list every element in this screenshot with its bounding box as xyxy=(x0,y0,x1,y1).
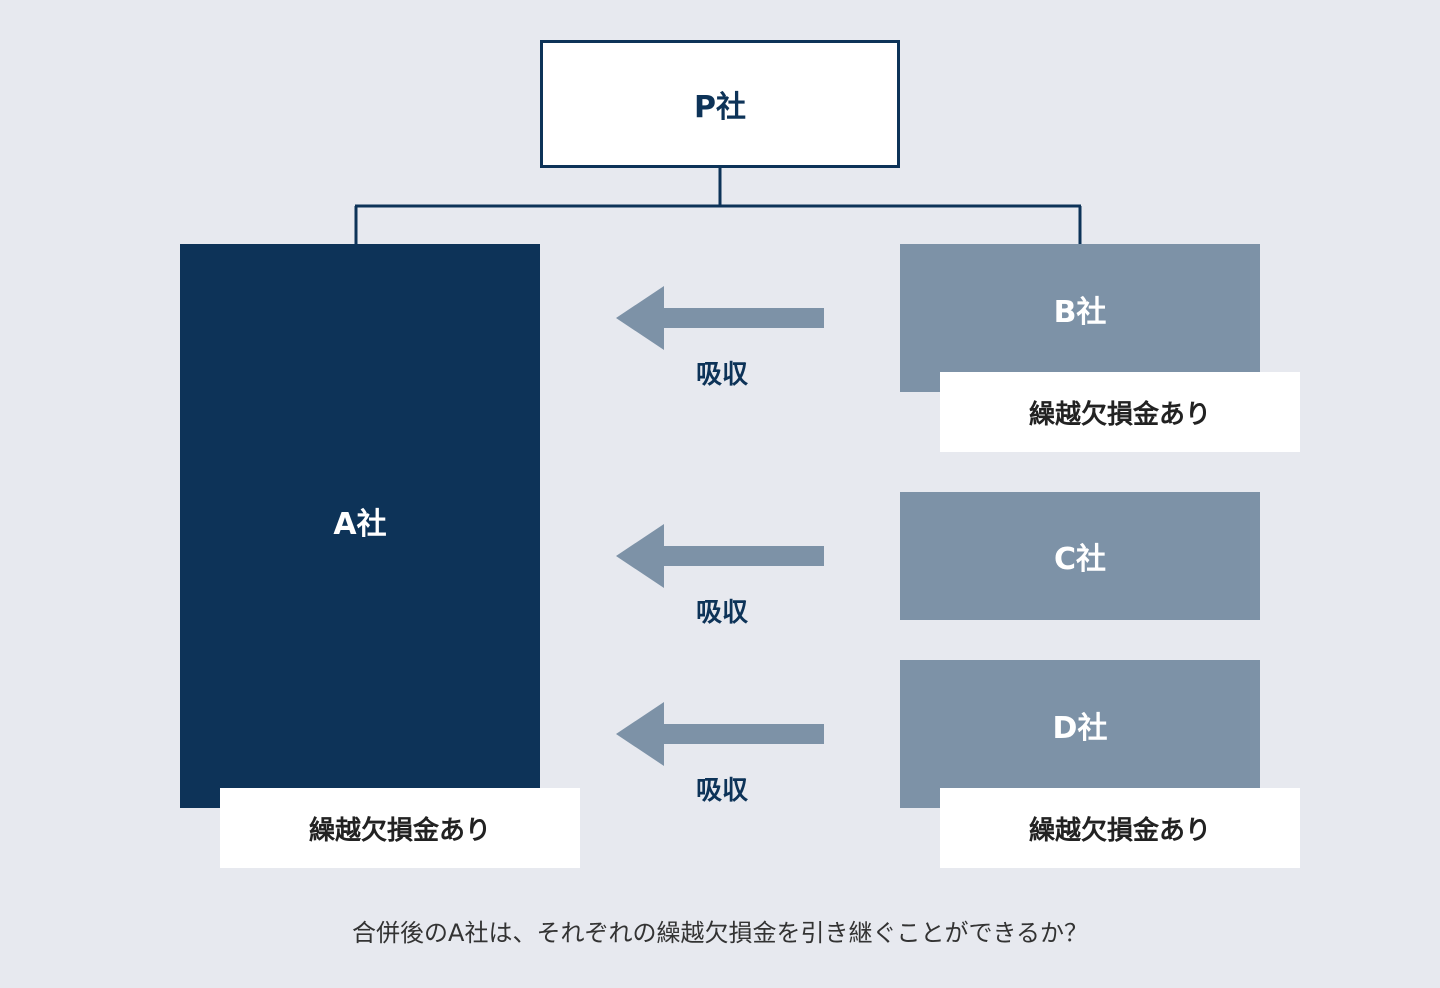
parent-company-label: P社 xyxy=(694,90,746,125)
org-connector-lines xyxy=(354,168,1082,244)
company-b-loss-tag: 繰越欠損金あり xyxy=(940,372,1300,452)
absorb-label-d: 吸収 xyxy=(695,775,748,806)
left-arrow-icon xyxy=(616,702,824,766)
company-a-loss-tag: 繰越欠損金あり xyxy=(220,788,580,868)
company-b-label: B社 xyxy=(1053,295,1107,330)
company-d-label: D社 xyxy=(1052,711,1108,746)
left-arrow-icon xyxy=(616,286,824,350)
absorb-label-b: 吸収 xyxy=(695,359,748,390)
company-d-loss-label: 繰越欠損金あり xyxy=(1028,815,1211,846)
left-arrow-icon xyxy=(616,524,824,588)
company-c-label: C社 xyxy=(1053,542,1107,577)
company-d-box: D社 xyxy=(900,660,1260,808)
parent-company-box: P社 xyxy=(540,40,900,168)
absorb-label-c: 吸収 xyxy=(695,597,748,628)
company-b-loss-label: 繰越欠損金あり xyxy=(1028,399,1211,430)
question-caption: 合併後のA社は、それぞれの繰越欠損金を引き継ぐことができるか？ xyxy=(352,918,1088,947)
company-a-label: A社 xyxy=(333,507,387,542)
company-d-loss-tag: 繰越欠損金あり xyxy=(940,788,1300,868)
company-b-box: B社 xyxy=(900,244,1260,392)
company-c-box: C社 xyxy=(900,492,1260,620)
company-a-box: A社 xyxy=(180,244,540,808)
company-a-loss-label: 繰越欠損金あり xyxy=(308,815,491,846)
